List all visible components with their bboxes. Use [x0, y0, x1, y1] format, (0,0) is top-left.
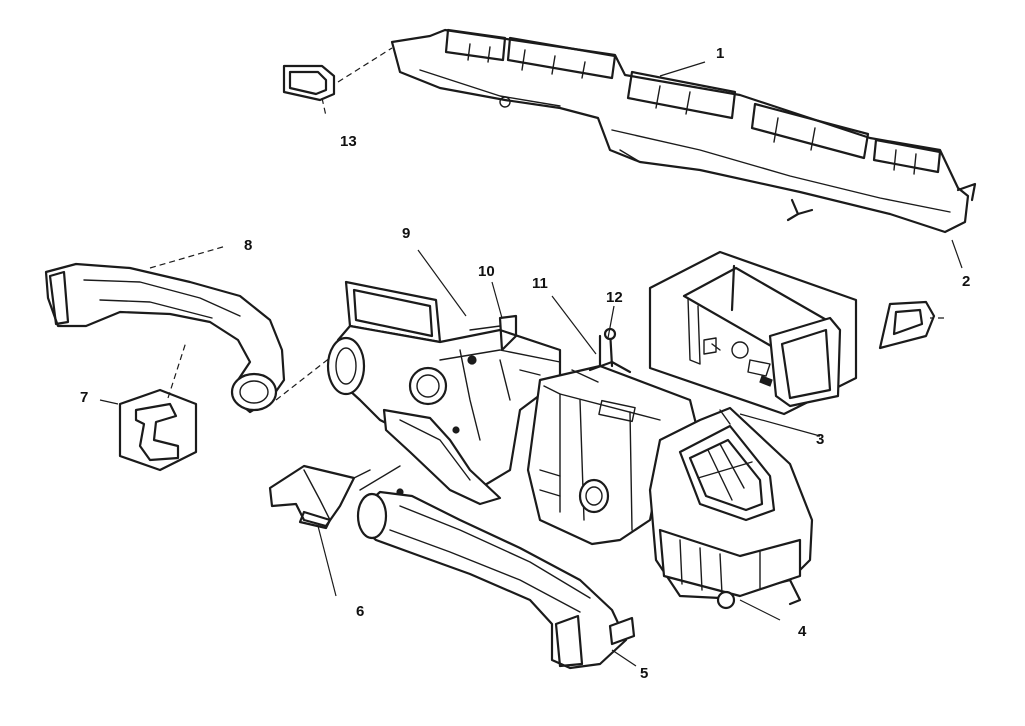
callout-9: 9 [402, 225, 410, 242]
callout-13: 13 [340, 133, 357, 150]
lower-floor-duct [356, 490, 637, 670]
floor-duct-small [268, 464, 401, 530]
dash-air-duct [390, 28, 977, 234]
callout-labels: 1 2 3 4 5 6 7 8 9 10 11 12 13 [80, 45, 970, 682]
callout-10: 10 [478, 263, 495, 280]
callout-12: 12 [606, 289, 623, 306]
evaporator-case [526, 327, 702, 546]
callout-6: 6 [356, 603, 364, 620]
blower-inlet-inset [648, 250, 858, 437]
side-vent-left [282, 47, 393, 102]
left-duct [44, 262, 341, 414]
callout-7: 7 [80, 389, 88, 406]
callout-11: 11 [532, 275, 548, 292]
heater-housing [326, 280, 562, 506]
callout-5: 5 [640, 665, 648, 682]
blower-unit [648, 406, 814, 621]
callout-3: 3 [816, 431, 824, 448]
callout-2: 2 [962, 273, 970, 290]
callout-8: 8 [244, 237, 252, 254]
rear-hose-detail [118, 388, 198, 472]
callout-4: 4 [798, 623, 807, 640]
leader-lines [99, 61, 963, 597]
callout-1: 1 [716, 45, 724, 62]
side-vent-right [878, 300, 944, 350]
